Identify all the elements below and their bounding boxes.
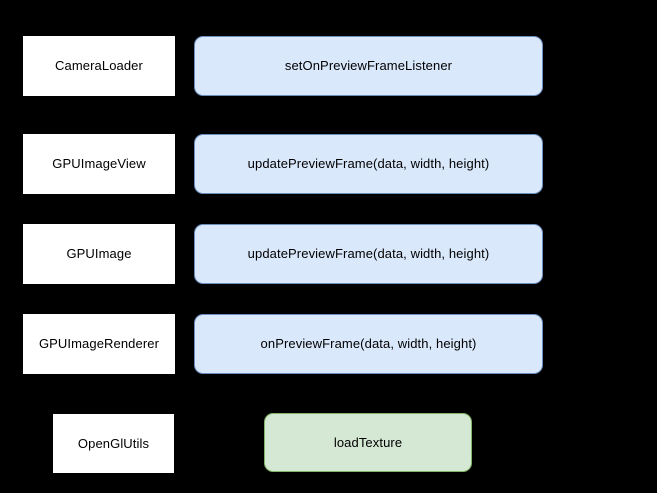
class-box-cameraloader[interactable]: CameraLoader	[23, 36, 175, 96]
class-box-label: GPUImage	[66, 246, 132, 262]
method-box-label: setOnPreviewFrameListener	[284, 58, 453, 74]
class-box-gpuimageview[interactable]: GPUImageView	[23, 134, 175, 194]
method-box-label: updatePreviewFrame(data, width, height)	[247, 246, 490, 262]
method-box-updatepreviewframe-image[interactable]: updatePreviewFrame(data, width, height)	[194, 224, 543, 284]
method-box-label: updatePreviewFrame(data, width, height)	[247, 156, 490, 172]
class-box-label: GPUImageView	[52, 156, 146, 172]
class-box-label: OpenGlUtils	[77, 435, 150, 451]
method-box-label: loadTexture	[333, 434, 403, 450]
method-box-updatepreviewframe-view[interactable]: updatePreviewFrame(data, width, height)	[194, 134, 543, 194]
method-box-setonpreviewframelistener[interactable]: setOnPreviewFrameListener	[194, 36, 543, 96]
class-box-label: GPUImageRenderer	[38, 336, 160, 352]
method-box-loadtexture[interactable]: loadTexture	[264, 413, 472, 472]
class-box-gpuimagerenderer[interactable]: GPUImageRenderer	[23, 314, 175, 374]
class-box-label: CameraLoader	[55, 58, 143, 74]
method-box-onpreviewframe[interactable]: onPreviewFrame(data, width, height)	[194, 314, 543, 374]
class-box-openglutils[interactable]: OpenGlUtils	[53, 414, 174, 473]
class-box-gpuimage[interactable]: GPUImage	[23, 224, 175, 284]
method-box-label: onPreviewFrame(data, width, height)	[260, 336, 477, 352]
